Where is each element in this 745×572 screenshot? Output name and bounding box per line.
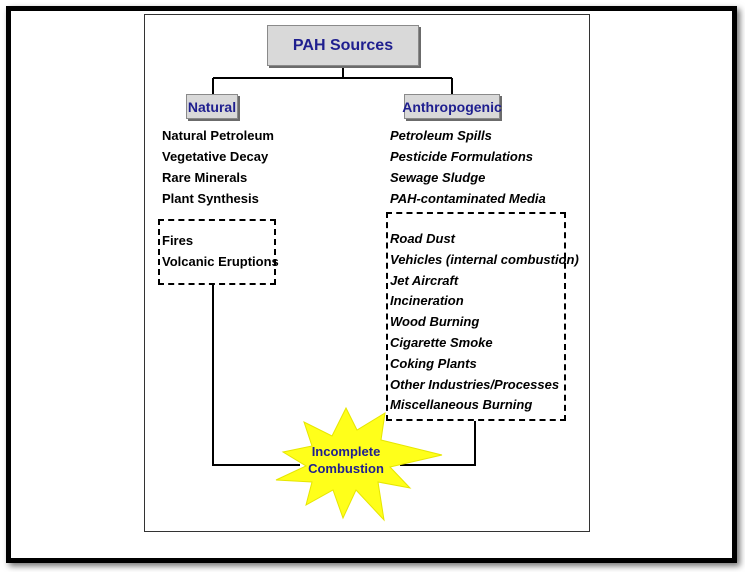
natural-label: Natural — [187, 98, 237, 115]
list-item: Wood Burning — [390, 314, 480, 330]
list-item: Vegetative Decay — [162, 149, 269, 164]
anthropogenic-sources-list: Petroleum Spills Pesticide Formulations … — [390, 125, 546, 209]
list-item: Rare Minerals — [162, 170, 248, 185]
combustion-line-1: Incomplete — [311, 444, 381, 459]
list-item: Jet Aircraft — [390, 272, 459, 288]
list-item: Incineration — [390, 293, 464, 309]
anthropogenic-label: Anthropogenic — [402, 98, 502, 115]
list-item: Volcanic Eruptions — [162, 254, 279, 269]
list-item: Sewage Sludge — [390, 170, 486, 185]
incomplete-combustion-label: Incomplete Combustion — [296, 443, 396, 477]
list-item: Plant Synthesis — [162, 191, 259, 206]
list-item: Petroleum Spills — [390, 128, 492, 143]
anthropogenic-combustion-group — [386, 212, 566, 421]
anthropogenic-combustion-list: Road Dust Vehicles (internal combustion)… — [390, 229, 579, 416]
list-item: Fires — [162, 233, 194, 248]
natural-combustion-group — [158, 219, 276, 285]
pah-sources-box: PAH Sources — [267, 25, 419, 66]
natural-combustion-list: Fires Volcanic Eruptions — [162, 230, 279, 272]
natural-box: Natural — [186, 94, 238, 119]
anthropogenic-box: Anthropogenic — [402, 94, 502, 119]
combustion-line-2: Combustion — [308, 461, 384, 476]
list-item: Vehicles (internal combustion) — [390, 251, 579, 267]
list-item: Cigarette Smoke — [390, 334, 493, 350]
list-item: Natural Petroleum — [162, 128, 274, 143]
list-item: Coking Plants — [390, 355, 477, 371]
list-item: PAH-contaminated Media — [390, 191, 546, 206]
list-item: Pesticide Formulations — [390, 149, 534, 164]
list-item: Miscellaneous Burning — [390, 397, 533, 413]
list-item: Road Dust — [390, 231, 455, 246]
natural-sources-list: Natural Petroleum Vegetative Decay Rare … — [162, 125, 274, 209]
pah-sources-label: PAH Sources — [292, 36, 394, 54]
list-item: Other Industries/Processes — [390, 376, 560, 392]
